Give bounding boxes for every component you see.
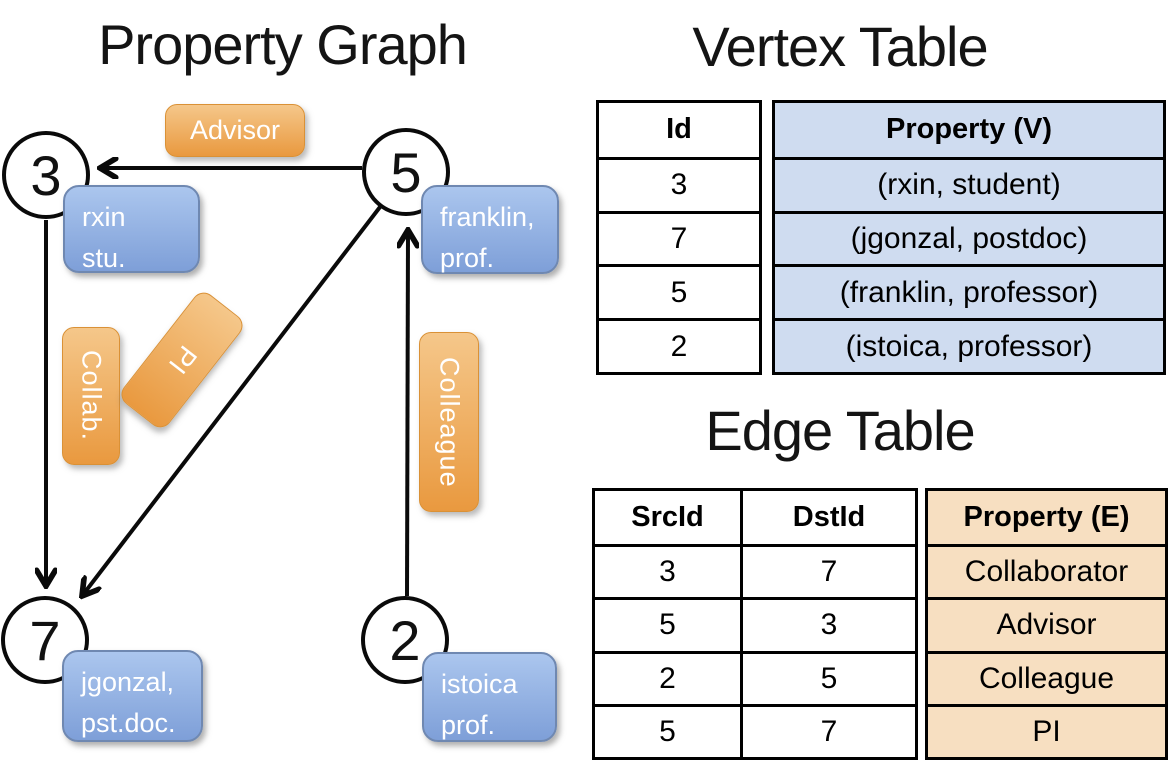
node-5-id: 5 [390, 140, 422, 204]
vertex-property-line: jgonzal, [81, 667, 175, 697]
vertex-table-header-property: Property (V) [775, 103, 1163, 157]
vertex-property-box-3: rxin stu. [63, 185, 200, 273]
edge-property-cell: Colleague [928, 650, 1165, 704]
vertex-id-cell: 3 [599, 156, 759, 211]
edge-dstid-cell: 7 [740, 544, 915, 598]
vertex-table-property-column: Property (V) (rxin, student) (jgonzal, p… [772, 100, 1166, 375]
vertex-property-cell: (istoica, professor) [775, 318, 1163, 372]
edge-label-collab: Collab. [62, 327, 120, 465]
edge-dstid-cell: 7 [740, 703, 915, 757]
edge-5-7 [82, 205, 382, 596]
vertex-property-box-7: jgonzal, pst.doc. [62, 650, 203, 742]
edge-table-header-property: Property (E) [928, 491, 1165, 545]
edge-label-text: Advisor [189, 115, 281, 145]
graph-edges [0, 0, 585, 760]
edge-label-colleague: Colleague [419, 332, 479, 512]
edge-table-header-srcid: SrcId [631, 501, 704, 534]
vertex-property-line: prof. [441, 709, 496, 740]
node-2: 2 [361, 596, 449, 684]
node-2-id: 2 [389, 608, 421, 672]
edge-table-header-dstid: DstId [740, 491, 915, 545]
edge-srcid-cell: 3 [595, 544, 740, 597]
vertex-property-box-2: istoica prof. [422, 652, 557, 742]
edge-2-5 [407, 230, 408, 597]
edge-property-cell: PI [928, 703, 1165, 757]
node-5: 5 [362, 128, 450, 216]
edge-srcid-cell: 5 [595, 703, 740, 757]
vertex-property-line: rxin [82, 202, 126, 232]
edge-label-text: Colleague [434, 356, 465, 488]
vertex-property-line: prof. [440, 242, 495, 273]
edge-srcid-cell: 2 [595, 650, 740, 704]
vertex-id-cell: 5 [599, 264, 759, 318]
edge-dstid-cell: 3 [740, 597, 915, 651]
vertex-table-id-column: Id 3 7 5 2 [596, 100, 762, 375]
vertex-property-cell: (rxin, student) [775, 156, 1163, 211]
vertex-property-line: istoica [441, 669, 518, 699]
vertex-id-cell: 2 [599, 318, 759, 372]
edge-table-title: Edge Table [705, 399, 975, 462]
edge-dstid-cell: 5 [740, 650, 915, 704]
edge-label-text: Collab. [76, 350, 107, 442]
vertex-table-title: Vertex Table [692, 15, 988, 78]
vertex-property-box-5: franklin, prof. [421, 185, 559, 274]
vertex-property-line: stu. [82, 242, 126, 273]
node-7-id: 7 [29, 608, 61, 672]
edge-property-cell: Advisor [928, 597, 1165, 651]
edge-property-cell: Collaborator [928, 544, 1165, 598]
edge-table-property-column: Property (E) Collaborator Advisor Collea… [925, 488, 1168, 760]
edge-label-text: PI [162, 340, 203, 381]
edge-label-advisor: Advisor [165, 104, 305, 157]
edge-srcid-cell: 5 [595, 597, 740, 650]
edge-table-id-columns: SrcId DstId 3 7 5 3 2 5 5 7 [592, 488, 918, 760]
vertex-id-cell: 7 [599, 210, 759, 265]
vertex-table-header-id: Id [666, 113, 692, 146]
vertex-property-cell: (franklin, professor) [775, 264, 1163, 319]
vertex-property-cell: (jgonzal, postdoc) [775, 210, 1163, 265]
property-graph-title: Property Graph [98, 13, 468, 76]
vertex-property-line: franklin, [440, 202, 535, 232]
node-3-id: 3 [30, 143, 62, 207]
vertex-property-line: pst.doc. [81, 707, 176, 738]
